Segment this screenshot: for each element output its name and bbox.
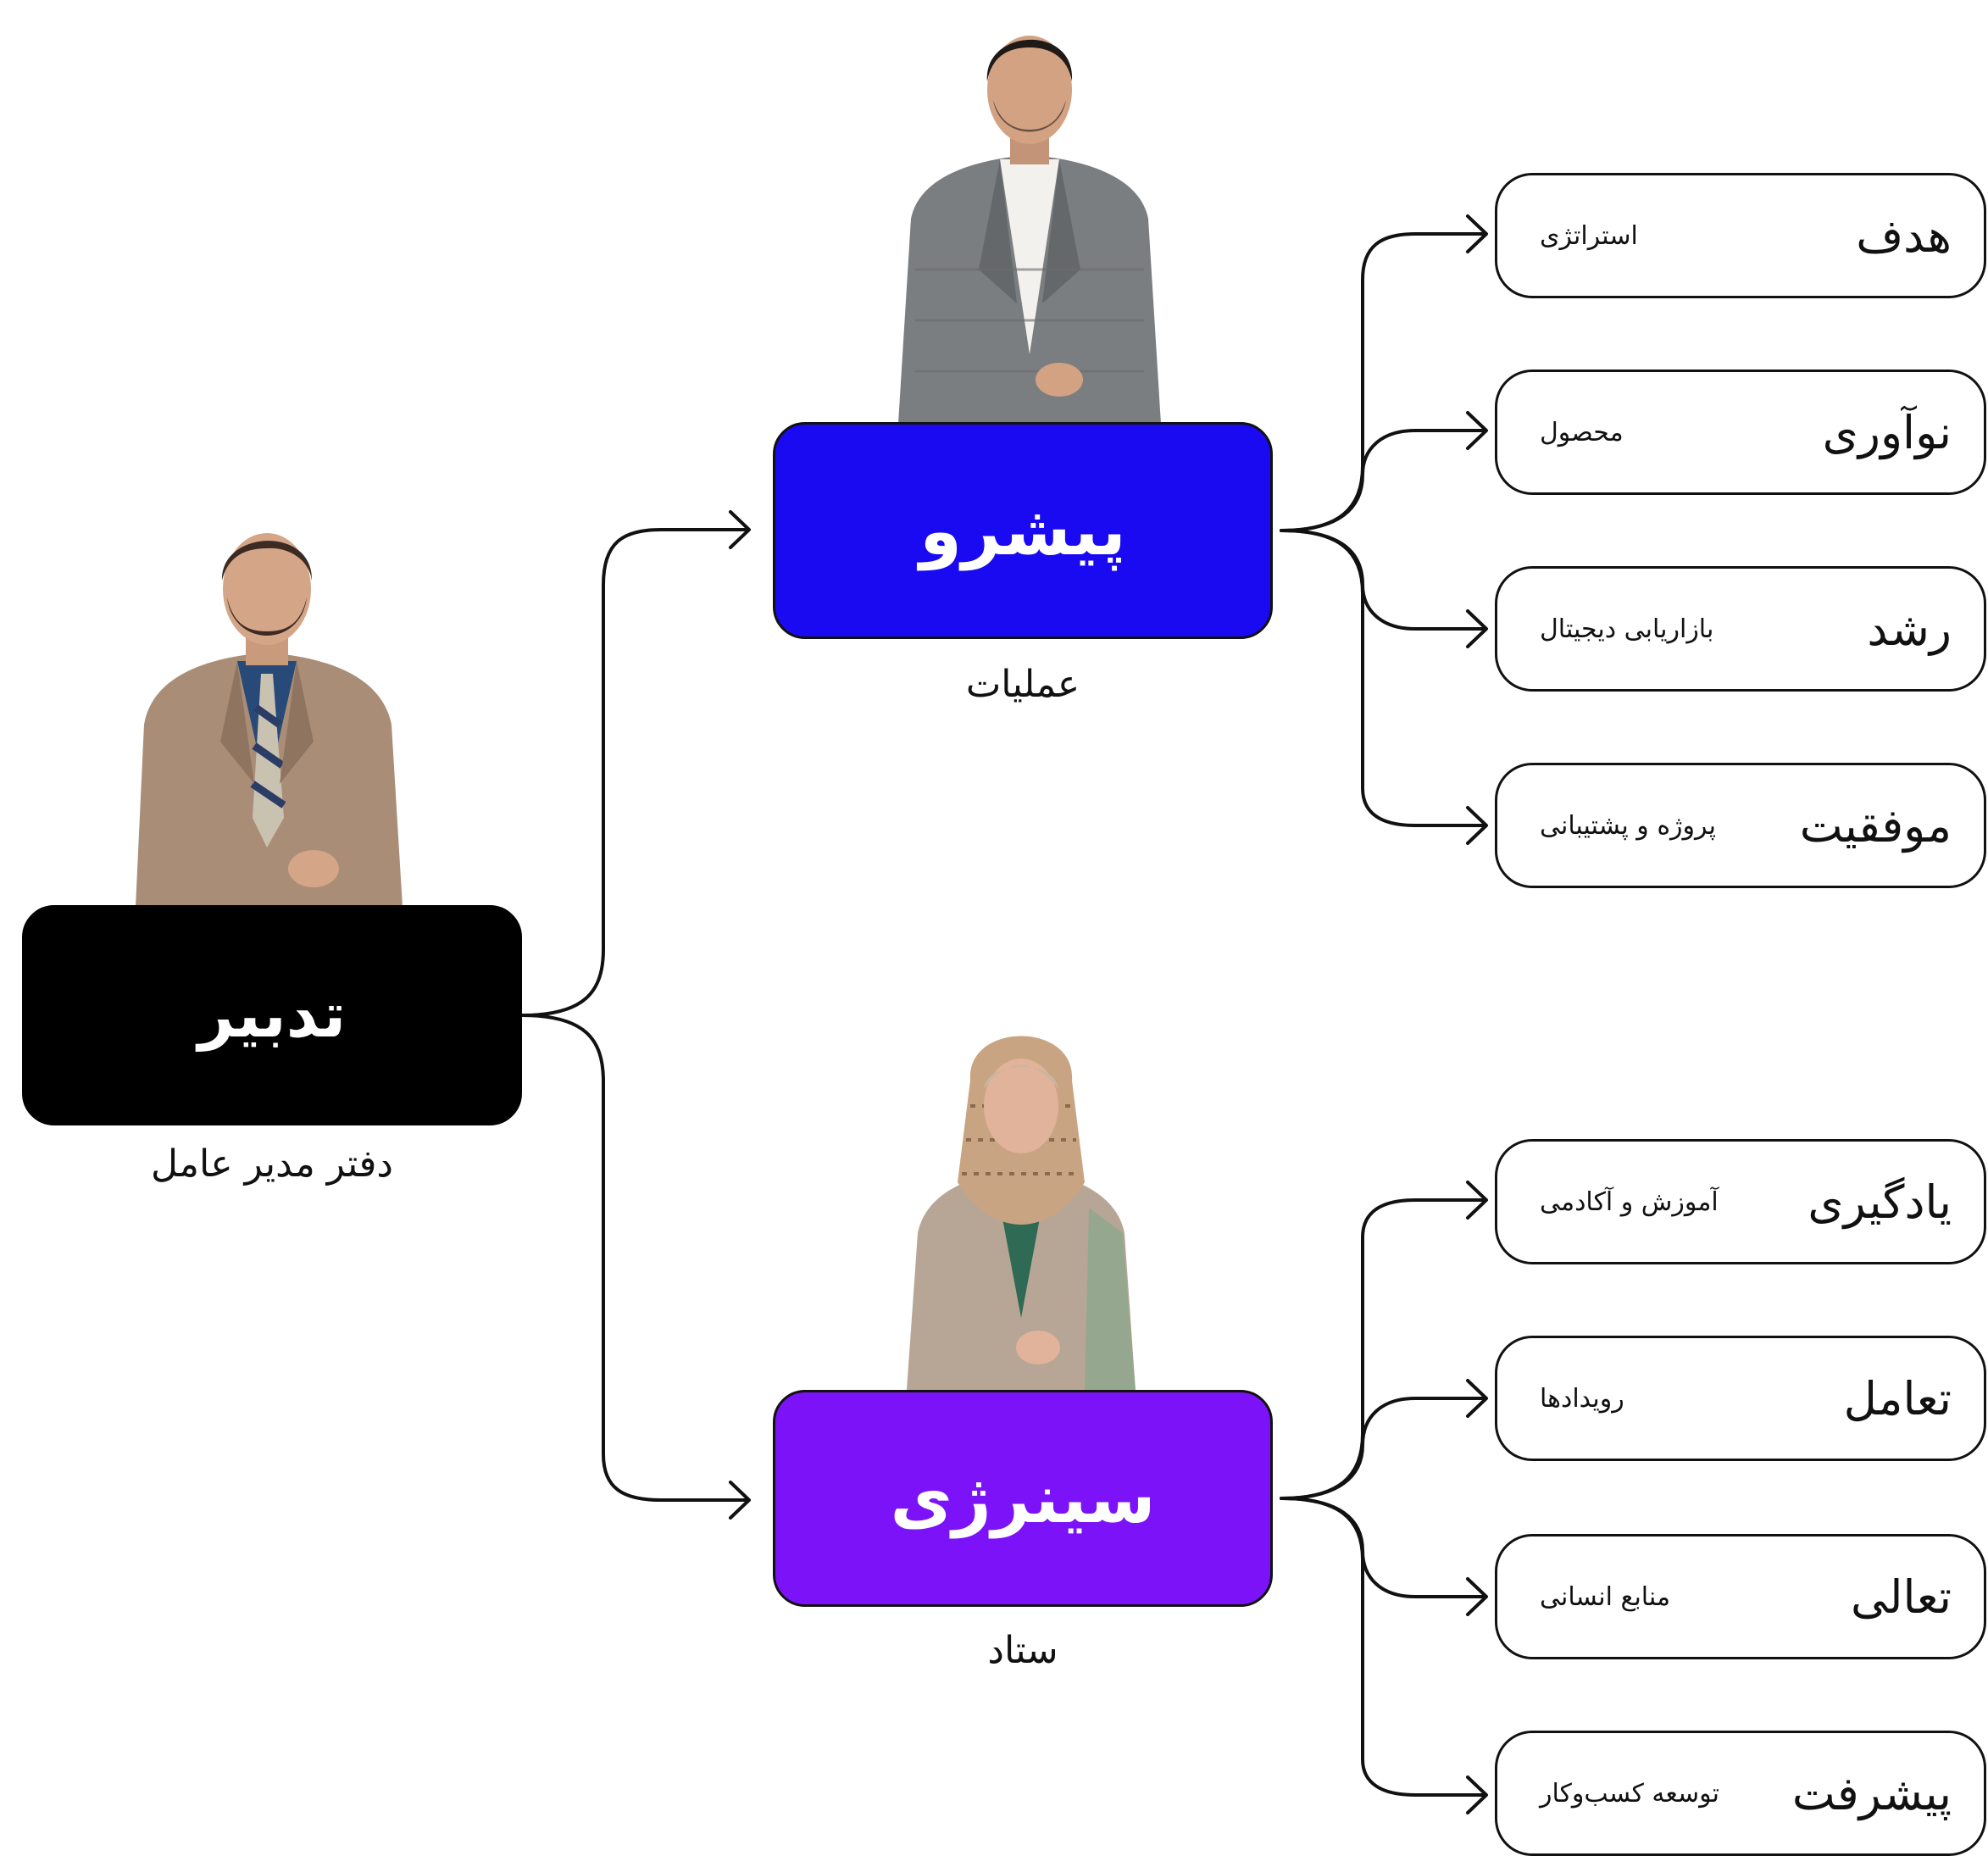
leaf-subtitle: استراتژی bbox=[1540, 220, 1638, 251]
root-title: تدبیر bbox=[197, 979, 347, 1052]
root-caption: دفتر مدیر عامل bbox=[151, 1142, 393, 1186]
leaf-title: تعالی bbox=[1851, 1570, 1952, 1624]
leaf-subtitle: محصول bbox=[1540, 417, 1624, 447]
leaf-item[interactable]: رشد بازاریابی دیجیتال bbox=[1495, 566, 1986, 692]
leaf-item[interactable]: نوآوری محصول bbox=[1495, 370, 1986, 495]
person-photo-icon bbox=[136, 533, 403, 907]
connector-ops-leaf-3 bbox=[1280, 529, 1485, 631]
connector-staff-leaf-4 bbox=[1280, 1497, 1485, 1797]
connector-staff-leaf-3 bbox=[1280, 1497, 1485, 1598]
leaf-item[interactable]: موفقیت پروژه و پشتیبانی bbox=[1495, 763, 1986, 888]
leaf-title: موفقیت bbox=[1799, 798, 1952, 853]
leaf-title: نوآوری bbox=[1822, 405, 1952, 459]
leaf-subtitle: آموزش و آکادمی bbox=[1540, 1186, 1719, 1217]
leaf-title: رشد bbox=[1867, 602, 1952, 656]
person-photo-icon bbox=[907, 1036, 1136, 1390]
connector-staff-leaf-2 bbox=[1280, 1397, 1485, 1500]
operations-caption: عملیات bbox=[965, 663, 1080, 706]
leaf-title: پیشرفت bbox=[1791, 1766, 1952, 1820]
leaf-subtitle: بازاریابی دیجیتال bbox=[1540, 614, 1714, 644]
leaf-title: تعامل bbox=[1843, 1371, 1952, 1425]
leaf-title: یادگیری bbox=[1808, 1175, 1952, 1229]
staff-caption: ستاد bbox=[987, 1629, 1058, 1672]
connector-root-ops bbox=[520, 528, 747, 1017]
leaf-item[interactable]: یادگیری آموزش و آکادمی bbox=[1495, 1139, 1986, 1264]
root-box[interactable]: تدبیر bbox=[22, 905, 522, 1125]
connector-staff-leaf-1 bbox=[1280, 1198, 1485, 1500]
operations-box[interactable]: پیشرو bbox=[773, 422, 1273, 639]
staff-title: سینرژی bbox=[890, 1459, 1156, 1538]
person-photo-icon bbox=[898, 36, 1161, 424]
connector-ops-leaf-1 bbox=[1280, 232, 1485, 532]
operations-title: پیشرو bbox=[919, 491, 1126, 570]
leaf-item[interactable]: تعالی منابع انسانی bbox=[1495, 1534, 1986, 1659]
leaf-item[interactable]: پیشرفت توسعه کسب‌وکار bbox=[1495, 1731, 1986, 1856]
connector-ops-leaf-4 bbox=[1280, 529, 1485, 827]
staff-box[interactable]: سینرژی bbox=[773, 1390, 1273, 1607]
leaf-subtitle: منابع انسانی bbox=[1540, 1581, 1671, 1612]
leaf-subtitle: پروژه و پشتیبانی bbox=[1540, 810, 1716, 841]
leaf-subtitle: توسعه کسب‌وکار bbox=[1540, 1778, 1719, 1809]
leaf-item[interactable]: تعامل رویدادها bbox=[1495, 1336, 1986, 1461]
leaf-title: هدف bbox=[1856, 208, 1952, 263]
leaf-subtitle: رویدادها bbox=[1540, 1383, 1624, 1414]
connector-root-staff bbox=[520, 1014, 747, 1502]
connector-ops-leaf-2 bbox=[1280, 429, 1485, 532]
leaf-item[interactable]: هدف استراتژی bbox=[1495, 173, 1986, 298]
